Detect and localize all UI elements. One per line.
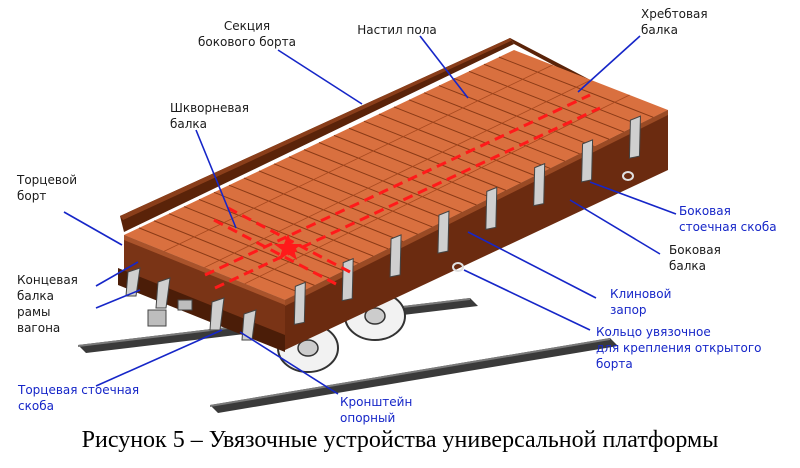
side-stake — [628, 115, 641, 159]
side-stake — [581, 139, 594, 183]
label-center-sill: Хребтовая балка — [641, 7, 708, 37]
side-stake — [389, 234, 402, 278]
side-stake — [485, 186, 498, 231]
end-stakes — [125, 267, 257, 341]
label-support-bracket: Кронштейн опорный — [340, 395, 413, 425]
side-stake — [437, 210, 450, 254]
deck-seam-line — [204, 79, 592, 268]
front-side-wall — [285, 110, 668, 350]
leader-lines — [63, 35, 677, 395]
label-end-wall: Торцевой борт — [17, 173, 78, 203]
label-floor-deck: Настил пола — [357, 23, 437, 37]
side-stake — [341, 257, 354, 302]
side-stake — [533, 162, 546, 207]
side-stake — [293, 281, 306, 326]
label-side-section: Секция бокового борта — [198, 19, 296, 49]
center-sill-marker — [204, 93, 601, 290]
deck-seam-line — [164, 64, 553, 252]
label-end-stake-bracket: Торцевая стоечная скоба — [18, 383, 140, 413]
front-side-wall-top — [285, 110, 668, 306]
near-end-wall-top — [124, 235, 285, 305]
tie-ring-icon-2 — [622, 171, 634, 181]
deck-seam-line — [244, 94, 630, 285]
end-brackets — [147, 299, 193, 327]
label-end-beam: Концевая балка рамы вагона — [17, 273, 78, 335]
figure-caption: Рисунок 5 – Увязочные устройства универс… — [81, 427, 719, 453]
label-side-beam: Боковая балка — [669, 243, 721, 273]
label-side-stake-bracket: Боковая стоечная скоба — [679, 204, 777, 234]
kingpin-star-icon — [274, 234, 302, 260]
label-tie-ring: Кольцо увязочное для крепления открытого… — [596, 325, 762, 371]
label-wedge-lock: Клиновой запор — [610, 287, 672, 317]
label-bolster: Шкворневая балка — [170, 101, 249, 131]
tie-ring-icon — [452, 262, 464, 272]
